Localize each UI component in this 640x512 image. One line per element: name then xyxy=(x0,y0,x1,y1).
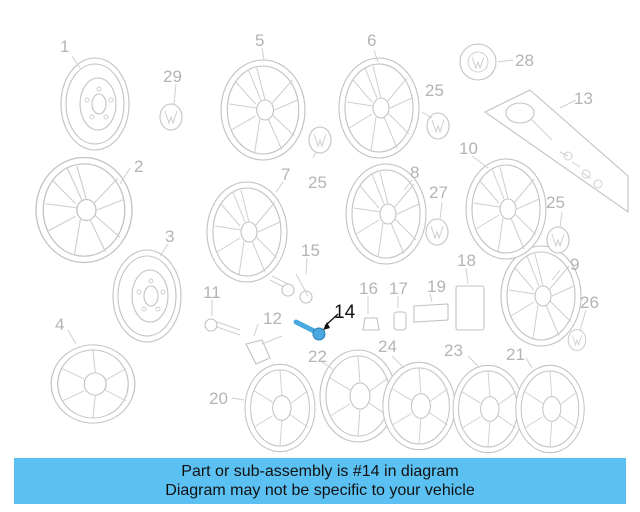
callout-29: 29 xyxy=(163,67,182,86)
wheel-3 xyxy=(112,249,182,343)
center-cap-27 xyxy=(425,218,449,246)
callout-21: 21 xyxy=(506,345,525,364)
wheel-parts-diagram: 1 2 3 4 5 6 7 8 9 10 11 12 13 14 15 16 1… xyxy=(35,31,629,454)
callout-2: 2 xyxy=(134,157,143,176)
wheel-2 xyxy=(35,156,133,264)
wheel-6 xyxy=(338,57,420,159)
callout-7: 7 xyxy=(281,165,290,184)
emblem-25a xyxy=(308,126,332,154)
callout-labels: 1 2 3 4 5 6 7 8 9 10 11 12 13 14 15 16 1… xyxy=(55,31,599,408)
center-cap-26 xyxy=(567,329,587,351)
callout-25b: 25 xyxy=(425,81,444,100)
leader-lines xyxy=(67,47,587,401)
hubcap-20 xyxy=(244,363,316,453)
callout-5: 5 xyxy=(255,31,264,50)
lug-bolts-15 xyxy=(269,273,313,304)
tpms-sensor-kit-13 xyxy=(483,89,629,214)
callout-11: 11 xyxy=(203,283,221,302)
lug-bolt-11 xyxy=(204,318,241,336)
callout-10: 10 xyxy=(459,139,478,158)
wheel-9 xyxy=(500,245,582,347)
callout-3: 3 xyxy=(165,227,174,246)
callout-19: 19 xyxy=(427,277,446,296)
center-cap-29 xyxy=(159,103,183,131)
callout-20: 20 xyxy=(209,389,228,408)
callout-18: 18 xyxy=(457,251,476,270)
callout-13: 13 xyxy=(574,89,593,108)
lock-17 xyxy=(393,311,407,331)
callout-16: 16 xyxy=(359,279,378,298)
callout-25a: 25 xyxy=(308,173,327,192)
callout-6: 6 xyxy=(367,31,376,50)
callout-22: 22 xyxy=(308,347,327,366)
wheel-10 xyxy=(465,158,547,260)
banner-line-part: Part or sub-assembly is #14 in diagram xyxy=(181,463,459,480)
hubcap-23 xyxy=(452,364,524,454)
callout-24: 24 xyxy=(378,337,397,356)
banner-line-disclaimer: Diagram may not be specific to your vehi… xyxy=(165,482,475,499)
kit-18 xyxy=(455,285,485,331)
callout-14: 14 xyxy=(334,302,356,323)
callout-1: 1 xyxy=(60,37,69,56)
wheel-1 xyxy=(60,57,130,151)
wheel-bolt-14 xyxy=(293,313,339,341)
emblem-25c xyxy=(546,226,570,254)
callout-28: 28 xyxy=(515,51,534,70)
key-19 xyxy=(413,303,449,323)
emblem-28 xyxy=(459,43,497,81)
callout-17: 17 xyxy=(389,279,408,298)
wheel-7 xyxy=(206,181,288,283)
callout-25c: 25 xyxy=(546,193,565,212)
nut-16 xyxy=(362,317,380,331)
callout-15: 15 xyxy=(301,241,320,260)
wheel-5 xyxy=(220,59,306,161)
hubcap-21 xyxy=(515,364,585,454)
hubcap-24 xyxy=(382,361,456,451)
valve-stem-12 xyxy=(245,335,283,365)
callout-8: 8 xyxy=(410,163,419,182)
callout-26: 26 xyxy=(580,293,599,312)
callout-23: 23 xyxy=(444,341,463,360)
part-info-banner: Part or sub-assembly is #14 in diagram D… xyxy=(14,458,626,504)
wheel-4 xyxy=(50,344,136,424)
callout-4: 4 xyxy=(55,315,64,334)
callout-9: 9 xyxy=(570,255,579,274)
callout-12: 12 xyxy=(263,309,282,328)
callout-27: 27 xyxy=(429,183,448,202)
